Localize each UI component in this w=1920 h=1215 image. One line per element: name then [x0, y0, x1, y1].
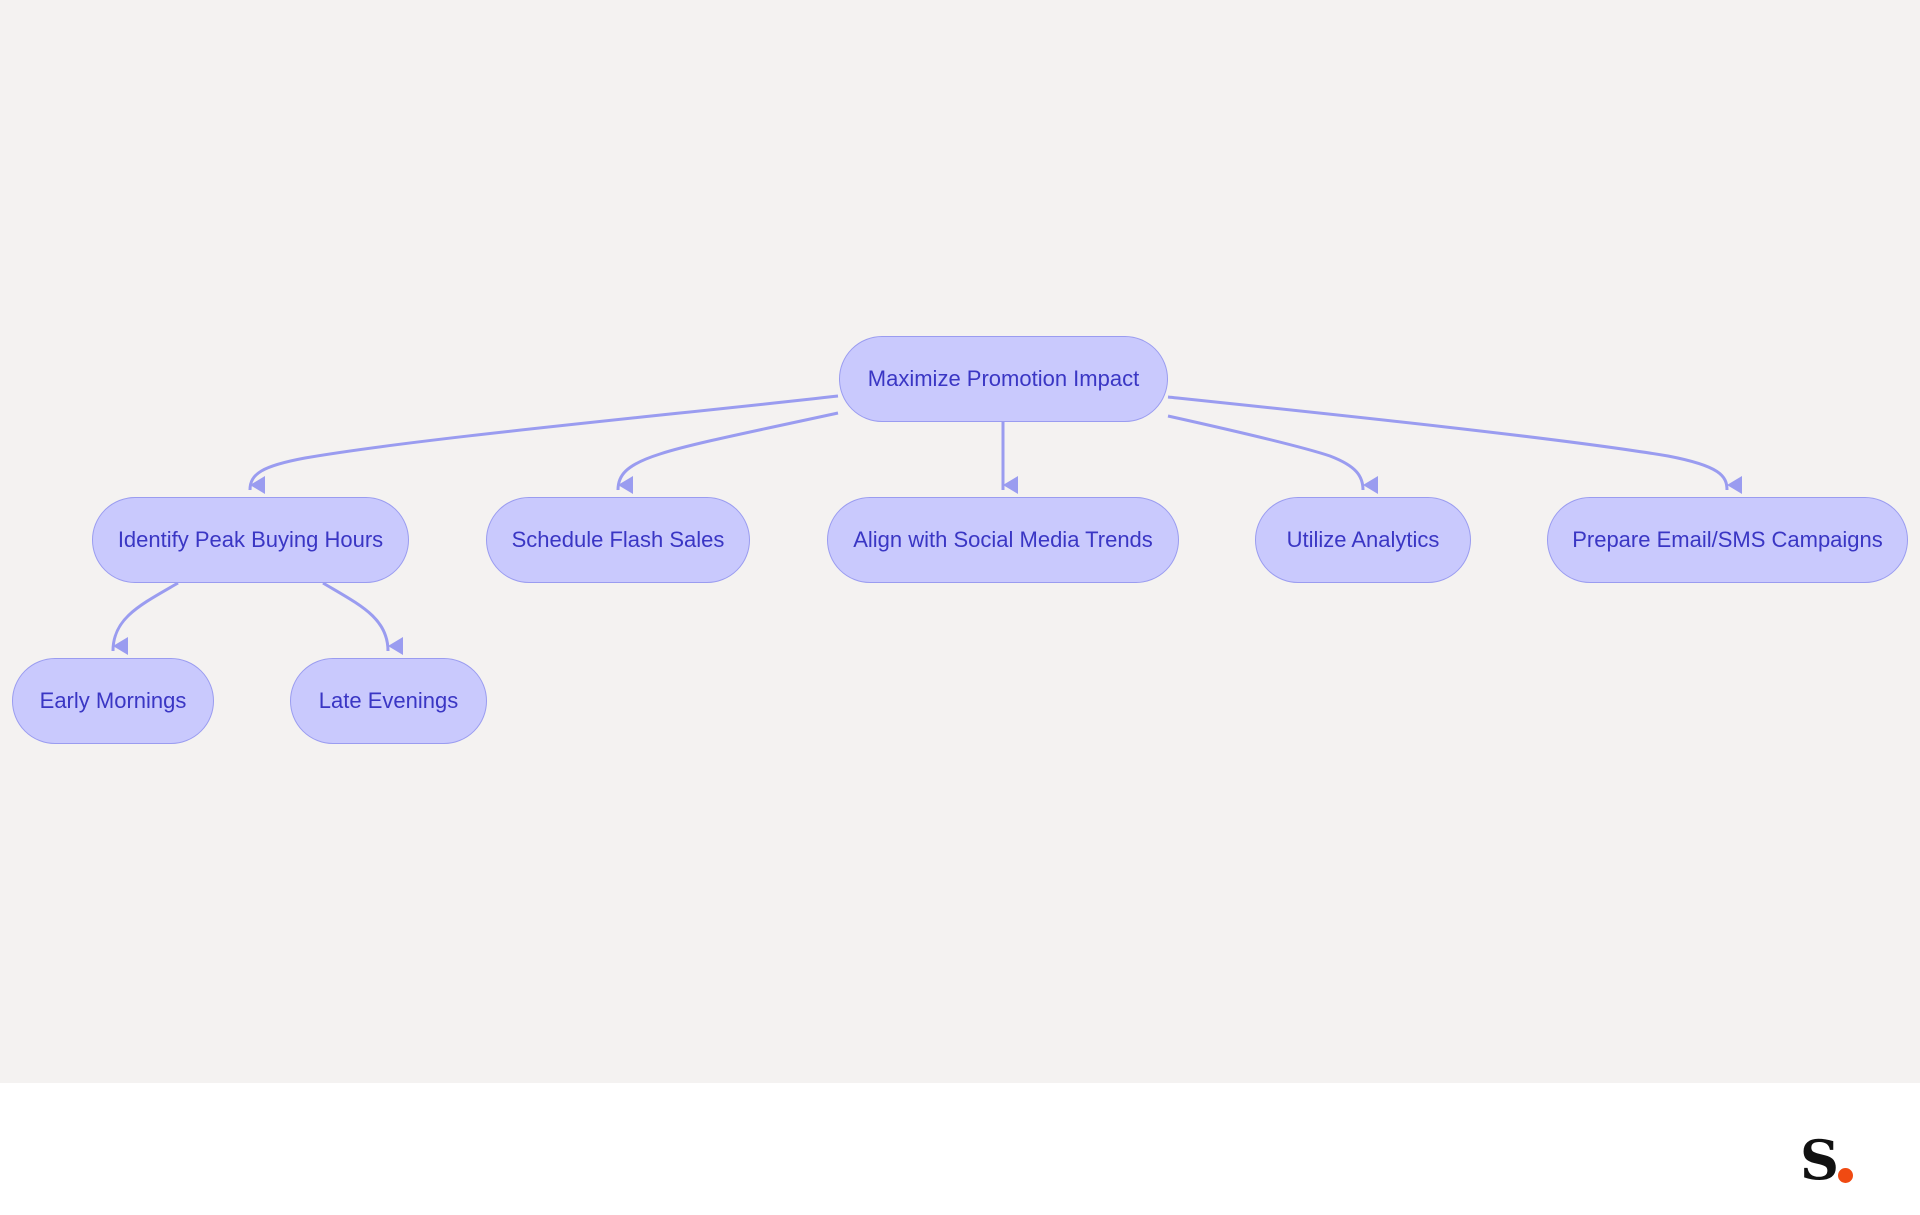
edge-identify-peak-buying-hours-to-late-evenings	[322, 581, 404, 655]
edge-root-to-identify-peak-buying-hours	[248, 394, 839, 495]
edge-root-to-schedule-flash-sales	[616, 411, 839, 495]
edge-identify-peak-buying-hours-to-early-mornings	[111, 581, 179, 656]
node-late-evenings[interactable]: Late Evenings	[290, 658, 487, 744]
node-early-mornings[interactable]: Early Mornings	[12, 658, 214, 744]
edge-root-to-utilize-analytics	[1167, 414, 1379, 494]
node-utilize-analytics[interactable]: Utilize Analytics	[1255, 497, 1471, 583]
diagram-canvas: Maximize Promotion Impact Identify Peak …	[0, 0, 1920, 1083]
node-align-with-social-media-trends[interactable]: Align with Social Media Trends	[827, 497, 1179, 583]
edge-root-to-prepare-email-sms-campaigns	[1167, 395, 1743, 494]
brand-logo-icon: S	[1800, 1130, 1860, 1190]
node-prepare-email-sms-campaigns[interactable]: Prepare Email/SMS Campaigns	[1547, 497, 1908, 583]
brand-logo-dot-icon	[1838, 1168, 1853, 1183]
brand-logo-letter-icon: S	[1800, 1128, 1839, 1192]
node-identify-peak-buying-hours[interactable]: Identify Peak Buying Hours	[92, 497, 409, 583]
node-schedule-flash-sales[interactable]: Schedule Flash Sales	[486, 497, 750, 583]
node-maximize-promotion-impact[interactable]: Maximize Promotion Impact	[839, 336, 1168, 422]
diagram-edges	[111, 394, 1743, 656]
